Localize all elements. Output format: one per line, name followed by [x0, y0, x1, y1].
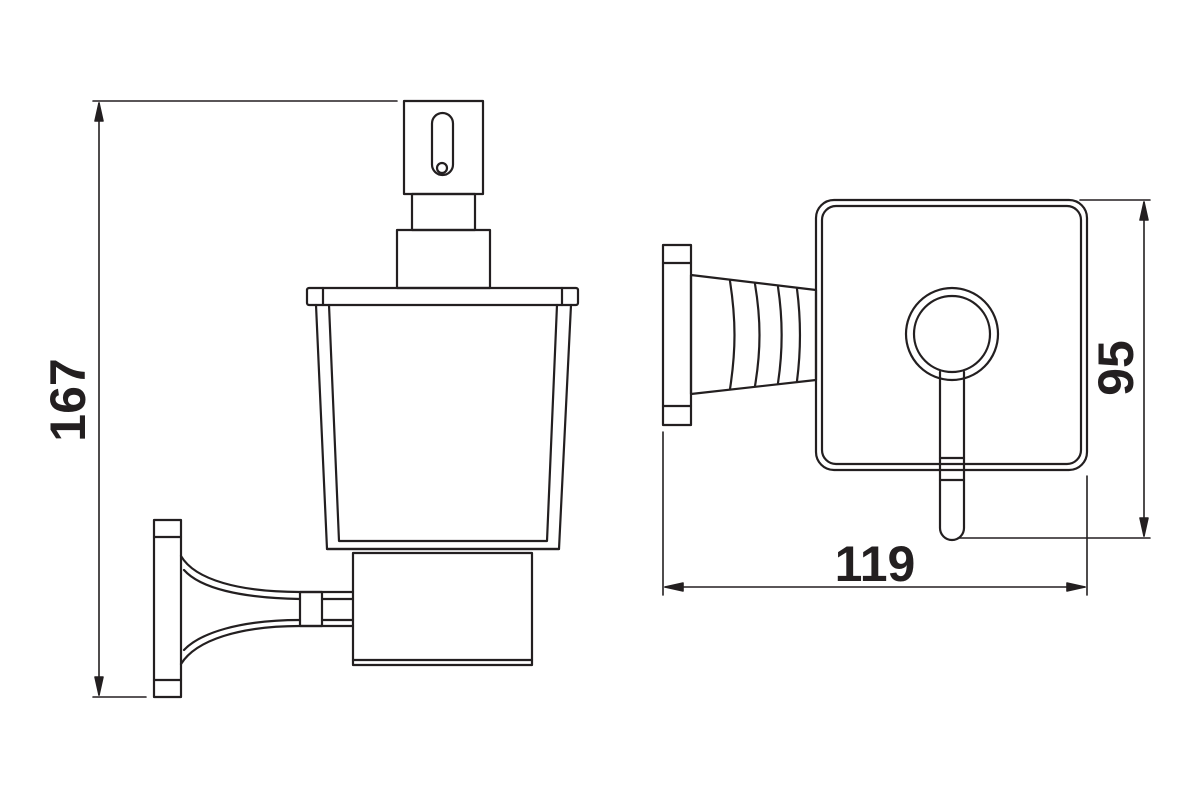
- arrow-right: [1066, 582, 1086, 592]
- pump-neck: [410, 192, 477, 232]
- pump-ring-outer: [904, 286, 1000, 382]
- container-rim: [305, 286, 580, 307]
- pump-lever: [938, 370, 966, 542]
- width-label: 119: [835, 536, 916, 592]
- side-top-plate: [814, 198, 1089, 472]
- holder-cup: [351, 551, 534, 667]
- nozzle-tip: [435, 161, 449, 175]
- pump-nozzle: [430, 111, 455, 177]
- height-label: 167: [40, 358, 96, 441]
- arrow-left: [664, 582, 684, 592]
- depth-label: 95: [1088, 340, 1144, 396]
- depth-dimension: [957, 199, 1151, 539]
- arm-joint: [298, 590, 324, 628]
- arrow-down: [94, 676, 104, 696]
- front-view: [152, 99, 580, 699]
- side-view: [661, 198, 1089, 542]
- wall-flange: [152, 518, 183, 699]
- pump-head: [402, 99, 485, 196]
- width-dimension: [662, 431, 1088, 596]
- holder-arm: [179, 554, 355, 594]
- side-wall-plate: [661, 243, 693, 427]
- height-dimension: [92, 100, 398, 698]
- arrow-up: [94, 102, 104, 122]
- container-body: [314, 303, 573, 551]
- pump-ring-inner: [912, 294, 992, 374]
- arrow-bottom: [1139, 517, 1149, 537]
- arrow-top: [1139, 201, 1149, 221]
- pump-collar: [395, 228, 492, 290]
